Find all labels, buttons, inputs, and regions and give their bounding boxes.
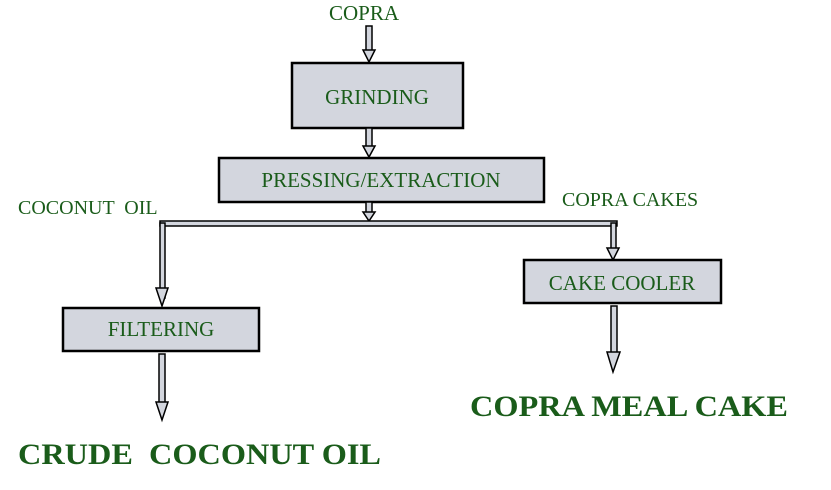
step-filtering: FILTERING [61, 306, 261, 353]
step-filtering-label: FILTERING [108, 317, 215, 341]
splitter-pipe [159, 220, 618, 227]
output-crude-coconut-oil: CRUDE COCONUT OIL [18, 438, 381, 471]
arrow-split-to-cake-cooler [605, 222, 621, 262]
branch-label-coconut-oil: COCONUT OIL [18, 197, 158, 219]
step-grinding: GRINDING [290, 61, 465, 130]
arrow-cake-cooler-to-output [605, 305, 622, 375]
arrow-split-to-filtering [154, 222, 170, 309]
output-copra-meal-cake: COPRA MEAL CAKE [470, 390, 788, 423]
step-cake-cooler: CAKE COOLER [522, 258, 723, 305]
step-grinding-label: GRINDING [325, 85, 429, 109]
input-label-copra: COPRA [329, 1, 400, 25]
arrow-filtering-to-output [154, 353, 170, 423]
arrow-grinding-to-pressing [361, 127, 377, 159]
step-pressing-label: PRESSING/EXTRACTION [261, 168, 500, 192]
branch-label-copra-cakes: COPRA CAKES [562, 189, 698, 211]
step-cake-cooler-label: CAKE COOLER [549, 271, 695, 295]
step-pressing: PRESSING/EXTRACTION [217, 156, 546, 204]
arrow-pressing-to-split [361, 201, 377, 223]
arrow-copra-to-grinding [361, 25, 377, 64]
